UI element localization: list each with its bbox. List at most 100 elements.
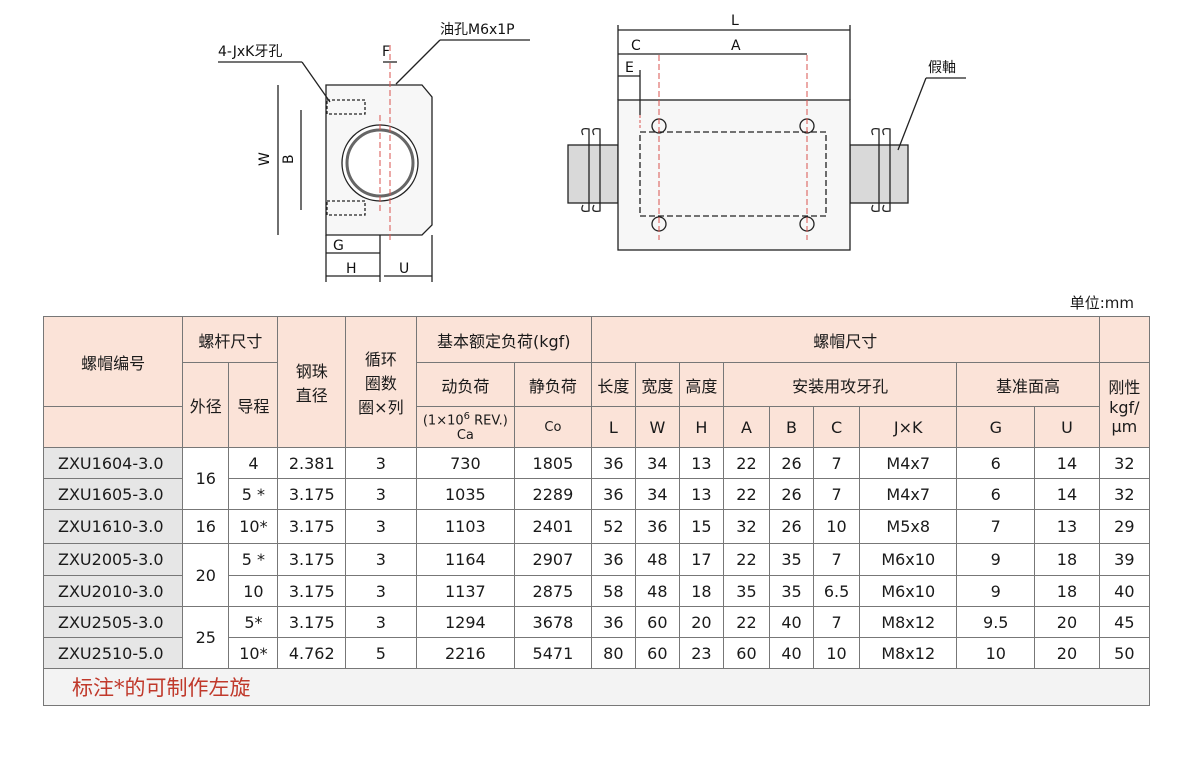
header-circuits-line2: 圈数 — [364, 374, 397, 393]
cell-a: 32 — [722, 509, 770, 544]
cell-g: 6 — [956, 478, 1036, 510]
header-stiffness-line1: 刚性 — [1108, 378, 1141, 397]
cell-h: 17 — [678, 543, 724, 576]
cell-co: 1805 — [514, 447, 592, 479]
cell-circ: 3 — [345, 447, 417, 479]
front-view — [218, 39, 530, 282]
cell-co: 2907 — [514, 543, 592, 576]
cell-a: 22 — [722, 543, 770, 576]
cell-ca: 1035 — [415, 478, 516, 510]
cell-g: 9.5 — [956, 606, 1036, 638]
header-H: H — [678, 406, 724, 448]
cell-circ: 3 — [345, 509, 417, 544]
cell-w: 34 — [634, 478, 680, 510]
left-hand-note: 标注*的可制作左旋 — [43, 668, 1150, 706]
cell-ca: 2216 — [415, 637, 516, 669]
header-mount-holes: 安装用攻牙孔 — [722, 362, 958, 407]
header-ref-height: 基准面高 — [956, 362, 1100, 407]
cell-ball: 2.381 — [277, 447, 347, 479]
cell-w: 48 — [634, 575, 680, 607]
cell-b: 40 — [768, 637, 815, 669]
cell-a: 60 — [722, 637, 770, 669]
cell-ball: 3.175 — [277, 478, 347, 510]
cell-w: 34 — [634, 447, 680, 479]
header-G: G — [956, 406, 1036, 448]
cell-jk: M6x10 — [859, 575, 958, 607]
header-height: 高度 — [678, 362, 724, 407]
cell-ball: 3.175 — [277, 606, 347, 638]
cell-co: 2875 — [514, 575, 592, 607]
cell-u: 18 — [1034, 543, 1100, 576]
header-basic-load: 基本额定负荷(kgf) — [415, 316, 592, 363]
cell-co: 5471 — [514, 637, 592, 669]
cell-lead: 4 — [228, 447, 279, 479]
cell-u: 20 — [1034, 637, 1100, 669]
header-stiffness-line3: μm — [1111, 417, 1138, 436]
cell-k: 50 — [1098, 637, 1151, 669]
cell-c: 10 — [813, 637, 861, 669]
cell-l: 36 — [590, 447, 636, 479]
header-dynamic-rev: (1×106 REV.) — [422, 410, 508, 429]
header-JxK: J×K — [859, 406, 958, 448]
cell-ball: 3.175 — [277, 509, 347, 544]
cell-jk: M8x12 — [859, 637, 958, 669]
cell-g: 9 — [956, 543, 1036, 576]
cell-k: 32 — [1098, 447, 1151, 479]
cell-l: 58 — [590, 575, 636, 607]
cell-jk: M5x8 — [859, 509, 958, 544]
header-static-load: 静负荷 — [514, 362, 592, 407]
cell-k: 39 — [1098, 543, 1151, 576]
cell-b: 40 — [768, 606, 815, 638]
label-tap-holes: 4-JxK牙孔 — [218, 44, 282, 60]
cell-u: 18 — [1034, 575, 1100, 607]
cell-l: 36 — [590, 543, 636, 576]
cell-jk: M4x7 — [859, 478, 958, 510]
cell-ca: 1137 — [415, 575, 516, 607]
cell-c: 7 — [813, 447, 861, 479]
header-ball-dia: 钢珠 直径 — [277, 316, 347, 448]
label-A: A — [731, 38, 741, 54]
cell-k: 45 — [1098, 606, 1151, 638]
cell-w: 36 — [634, 509, 680, 544]
cell-ball: 3.175 — [277, 575, 347, 607]
cell-ca: 730 — [415, 447, 516, 479]
cell-w: 60 — [634, 606, 680, 638]
label-L: L — [731, 13, 739, 29]
unit-label: 单位:mm — [1069, 294, 1134, 312]
header-A: A — [722, 406, 770, 448]
cell-circ: 5 — [345, 637, 417, 669]
label-U: U — [399, 261, 409, 277]
cell-model: ZXU2010-3.0 — [42, 575, 184, 607]
cell-ca: 1103 — [415, 509, 516, 544]
cell-c: 7 — [813, 606, 861, 638]
header-U: U — [1034, 406, 1100, 448]
cell-h: 13 — [678, 447, 724, 479]
header-stiffness: 刚性 kgf/ μm — [1098, 362, 1151, 448]
cell-h: 18 — [678, 575, 724, 607]
label-G: G — [333, 238, 344, 254]
cell-a: 22 — [722, 478, 770, 510]
cell-h: 20 — [678, 606, 724, 638]
cell-circ: 3 — [345, 575, 417, 607]
cell-ball: 3.175 — [277, 543, 347, 576]
cell-co: 2289 — [514, 478, 592, 510]
cell-k: 29 — [1098, 509, 1151, 544]
cell-model: ZXU2005-3.0 — [42, 543, 184, 576]
header-ball-dia-line2: 直径 — [295, 386, 328, 405]
header-L: L — [590, 406, 636, 448]
cell-co: 2401 — [514, 509, 592, 544]
cell-model: ZXU2510-5.0 — [42, 637, 184, 669]
cell-k: 32 — [1098, 478, 1151, 510]
cell-co: 3678 — [514, 606, 592, 638]
label-H: H — [346, 261, 357, 277]
header-ball-dia-line1: 钢珠 — [295, 362, 328, 381]
header-lead: 导程 — [228, 362, 279, 448]
cell-u: 14 — [1034, 478, 1100, 510]
cell-lead: 10* — [228, 509, 279, 544]
cell-outer-dia: 25 — [182, 606, 230, 669]
header-screw-size: 螺杆尺寸 — [182, 316, 279, 363]
cell-c: 10 — [813, 509, 861, 544]
